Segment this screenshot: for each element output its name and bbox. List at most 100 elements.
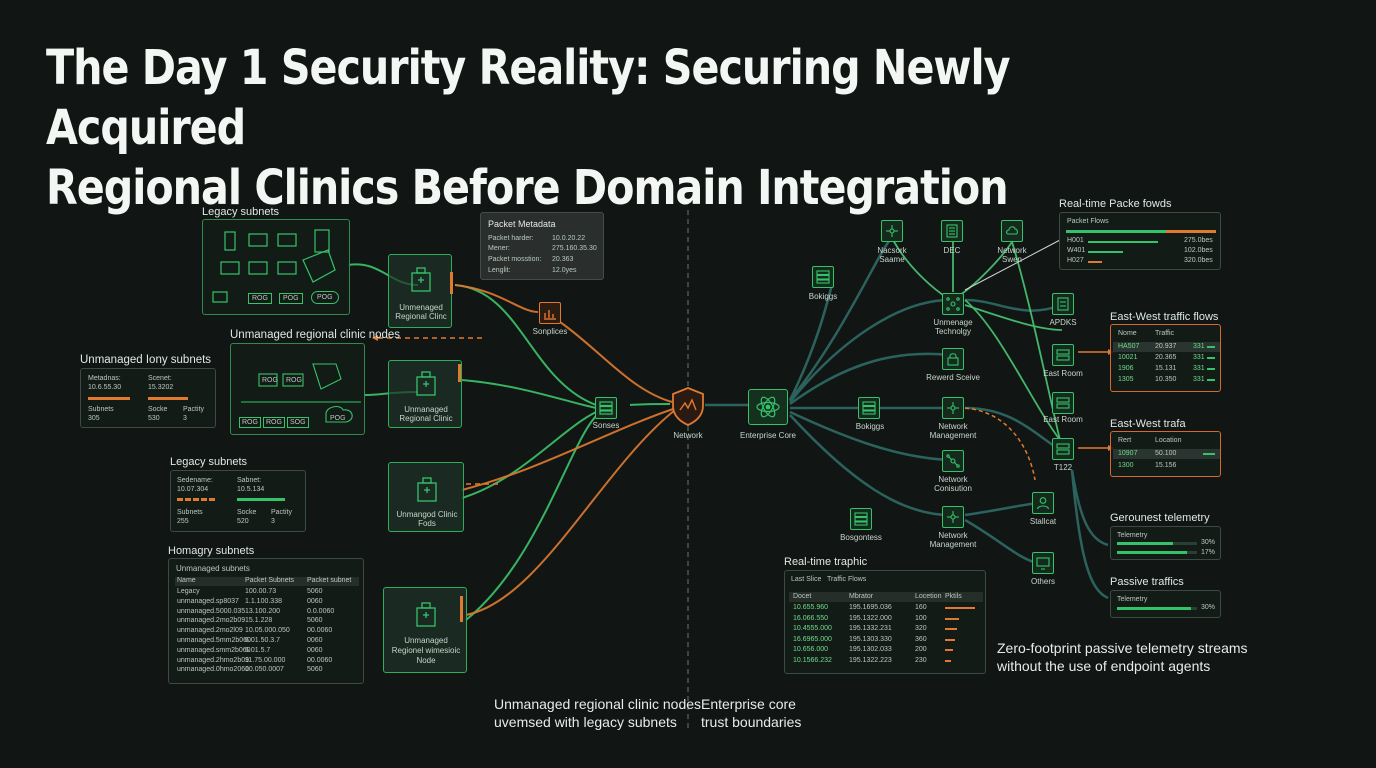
clinic-node-2[interactable]: Unmanaged Regional Clinic [388, 360, 462, 428]
caption-clinic-nodes: Unmanaged regional clinic nodes uvemsed … [494, 695, 701, 731]
table-header: Mbrator [849, 593, 874, 600]
caption-zero-footprint: Zero-footprint passive telemetry streams… [997, 639, 1248, 675]
tab-last-slice[interactable]: Last Slice [791, 576, 822, 583]
table-cell: 6.01.5.7 [245, 646, 271, 654]
table-cell: 160 [915, 604, 927, 611]
table-cell: 0060 [307, 637, 323, 644]
orange-port [450, 272, 453, 294]
table-cell: 195.1322.000 [849, 614, 892, 622]
stallcat-node[interactable] [1032, 492, 1054, 514]
table-cell: 10.05.000.050 [245, 627, 290, 635]
clinic-node-3[interactable]: Unmangod Clinic Fods [388, 462, 464, 532]
clinic-nodes-title: Unmanaged regional clinic nodes [230, 329, 401, 341]
telemetry-value: 17% [1201, 549, 1216, 556]
network-hub-icon [947, 511, 959, 523]
unmenage-technolgy-node[interactable] [942, 293, 964, 315]
flow-bar [1207, 346, 1215, 348]
clinic-node-1[interactable]: Unmenaged Regional Clinc [388, 254, 452, 328]
caption-line: Enterprise core [701, 696, 796, 712]
orange-port [458, 364, 461, 382]
progress-bar [1117, 551, 1187, 554]
network-mesh-icon [312, 363, 342, 390]
flow-line [461, 407, 677, 491]
flow-line [789, 239, 891, 401]
dec-node[interactable] [941, 220, 963, 242]
field-label: Subnets [177, 509, 203, 516]
table-header: Docet [793, 593, 812, 600]
hospital-icon [411, 267, 431, 292]
caption-line: without the use of endpoint agents [997, 658, 1211, 674]
clinic-node-4[interactable]: Unmanaged Regionel wimesioic Node [383, 587, 467, 673]
network-shield-icon[interactable] [670, 386, 706, 426]
row-label: H027 [1067, 257, 1084, 264]
flow-bar [1207, 357, 1215, 359]
east-room1-node[interactable] [1052, 344, 1074, 366]
network-management2-node[interactable] [942, 506, 964, 528]
flow-bar [1088, 241, 1158, 243]
bokiggs-node[interactable] [812, 266, 834, 288]
page-title: The Day 1 Security Reality: Securing New… [46, 38, 1147, 218]
realtime-traphic-title: Real-time traphic [784, 556, 868, 568]
server-icon [854, 512, 868, 526]
table-cell: 16.6965.000 [793, 635, 832, 643]
flow-bar [1207, 379, 1215, 381]
reward-scaive-node[interactable] [942, 348, 964, 370]
server-icon [1056, 397, 1070, 409]
network-label: Network [673, 431, 703, 440]
flow-line [789, 298, 951, 403]
sonplices-node[interactable] [539, 302, 561, 324]
apdks-node[interactable] [1052, 293, 1074, 315]
computer-icon [212, 291, 228, 303]
hospital-icon [416, 602, 436, 627]
network-management-node[interactable] [942, 397, 964, 419]
nacsork-saame-node[interactable] [881, 220, 903, 242]
enterprise-core-label: Enterprise Core [739, 431, 797, 440]
right-green-flows [892, 239, 1063, 441]
panel-subtitle: Packet Flows [1067, 218, 1109, 225]
table-cell: 20.365 [1155, 354, 1177, 361]
homagry-title: Homagry subnets [168, 545, 255, 557]
t122-node[interactable] [1052, 438, 1074, 460]
enterprise-core-node[interactable] [748, 389, 788, 425]
progress-bar [1117, 607, 1191, 610]
t122-label: T122 [1053, 463, 1073, 472]
network-swen-node[interactable] [1001, 220, 1023, 242]
building-icon [314, 229, 330, 253]
table-cell: 15.1.228 [245, 617, 273, 625]
arrow-head [372, 335, 378, 341]
unmanaged-iony-title: Unmanaged Iony subnets [80, 354, 212, 366]
packet-metadata-panel: Packet Metadata Packet harder: 10.0.20.2… [480, 212, 604, 280]
east-room2-node[interactable] [1052, 392, 1074, 414]
table-cell: 15.156 [1155, 462, 1177, 469]
monitor-icon [258, 373, 278, 387]
table-cell: unmanaged.0hmo2060 [177, 666, 250, 674]
flow-bar [1088, 261, 1102, 263]
hospital-icon [416, 371, 436, 396]
sonses-node[interactable] [595, 397, 617, 419]
table-cell: 195.1302.033 [849, 646, 892, 653]
sonses-label: Sonses [592, 421, 620, 430]
table-cell: 5060 [307, 617, 323, 625]
bosgontess-node[interactable] [850, 508, 872, 530]
table-header-row [789, 592, 983, 602]
realtime-packet-fowds-title: Real-time Packe fowds [1059, 198, 1172, 210]
network-conisution-node[interactable] [942, 450, 964, 472]
table-cell: 15.131 [1155, 365, 1177, 372]
telemetry-label: Telemetry [1117, 532, 1148, 539]
bokiggs2-node[interactable] [858, 397, 880, 419]
dec-label: DEC [943, 246, 961, 255]
row-label: H001 [1067, 237, 1084, 244]
table-cell: 10.1566.232 [793, 656, 832, 664]
clinic-label: Unmanaged Regional Clinic [399, 405, 453, 423]
monitor-icon [277, 261, 297, 275]
tab-traffic-flows[interactable]: Traffic Flows [827, 576, 867, 583]
clinic-label: Unmanaged Regionel wimesioic Node [391, 636, 461, 665]
table-cell: 195.1322.223 [849, 656, 892, 664]
east-west-trafa-title: East-West trafa [1110, 418, 1186, 430]
row-highlight [1113, 342, 1220, 352]
phone-icon [224, 231, 236, 251]
others-node[interactable] [1032, 552, 1054, 574]
flow-bar [1088, 251, 1123, 253]
